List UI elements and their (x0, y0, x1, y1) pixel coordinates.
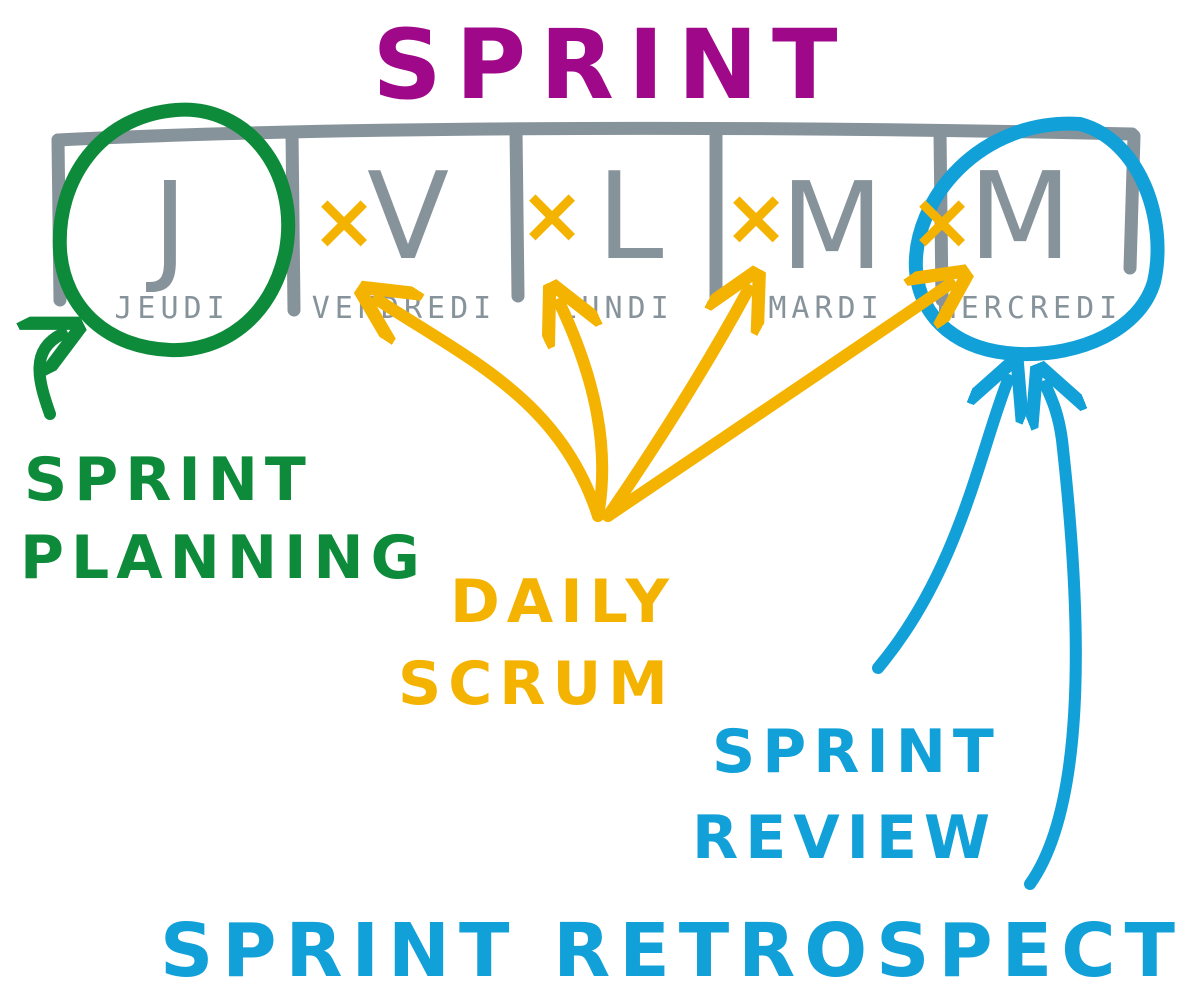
day-letter-vendredi: V (367, 148, 449, 287)
day-name-lundi: LUNDI (558, 291, 673, 326)
timeline-top-line (51, 121, 1139, 147)
review-label-line1: SPRINT (712, 717, 1001, 787)
retrospective-label: SPRINT RETROSPECTIVE (160, 908, 1177, 994)
review-arrow (872, 380, 1008, 674)
daily-label-line2: SCRUM (398, 649, 675, 719)
review-label-line2: REVIEW (692, 803, 997, 873)
day-letter-lundi: L (597, 148, 664, 287)
day-name-mardi: MARDI (768, 291, 883, 326)
daily-scrum-mark: × (723, 173, 788, 263)
day-letter-mardi: M (780, 158, 884, 297)
daily-label-line1: DAILY (450, 567, 676, 637)
timeline-divider (509, 123, 525, 303)
daily-scrum-mark: × (311, 177, 376, 267)
daily-arrow-lundi (560, 304, 609, 522)
daily-scrum-mark: × (519, 171, 584, 261)
sprint-title: SPRINT (373, 9, 852, 121)
planning-label-line2: PLANNING (20, 523, 427, 593)
daily-arrow-vendredi (378, 300, 604, 522)
planning-label-line1: SPRINT (24, 445, 313, 515)
planning-arrow (39, 334, 62, 420)
day-letter-jeudi: J (145, 158, 187, 297)
timeline (51, 121, 1141, 317)
day-name-jeudi: JEUDI (114, 291, 229, 326)
daily-scrum-mark: × (909, 177, 974, 267)
day-letter-mercredi: M (968, 148, 1072, 287)
day-name-mercredi: MERCREDI (938, 291, 1123, 326)
retrospective-arrow (1024, 386, 1076, 890)
planning-circle (52, 102, 296, 358)
daily-arrow-mercredi (602, 284, 950, 522)
daily-arrow-mardi (602, 290, 748, 522)
